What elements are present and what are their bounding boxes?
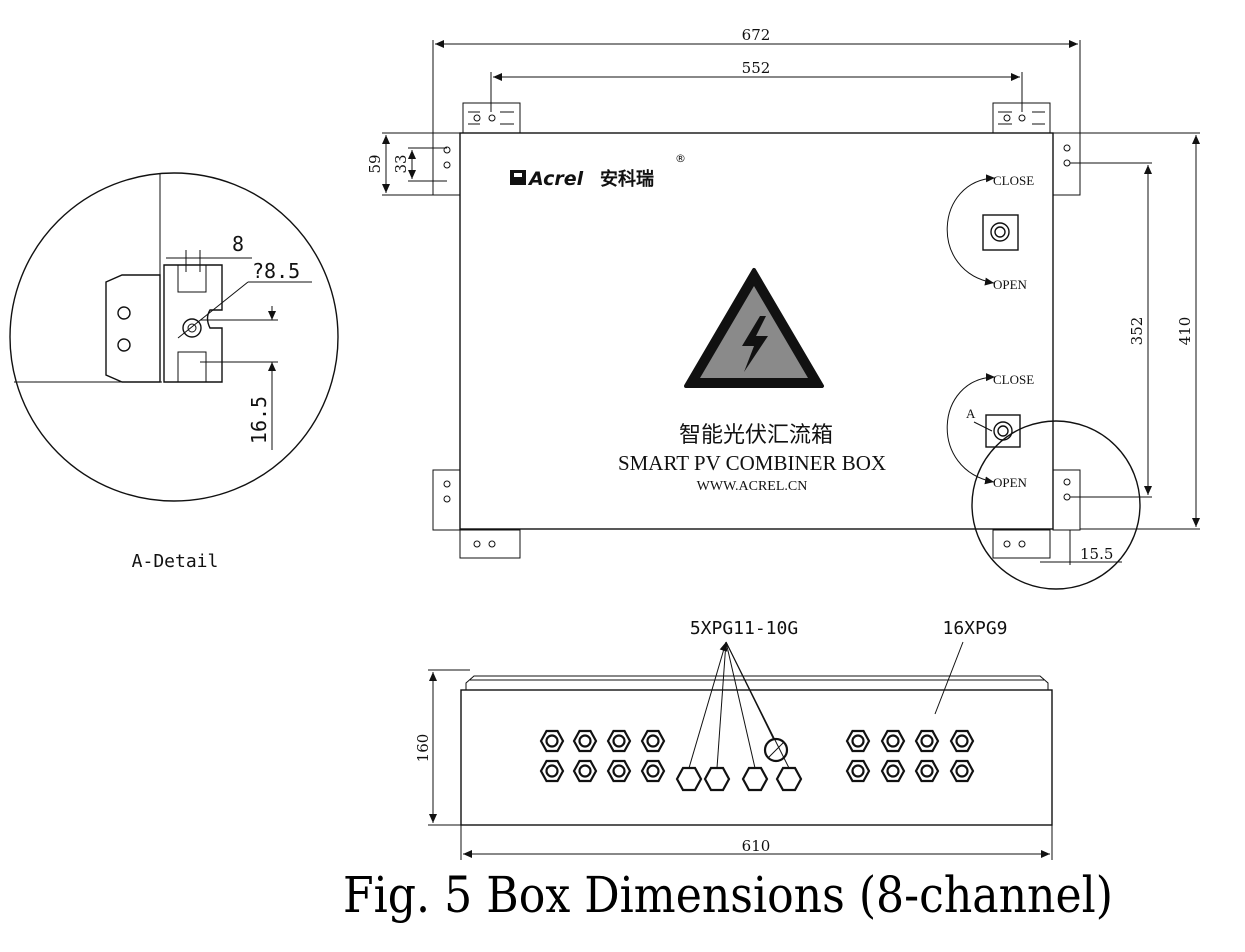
product-name-en: SMART PV COMBINER BOX xyxy=(618,451,886,475)
detail-dim-16-5: 16.5 xyxy=(247,396,271,444)
side-bracket-right-bottom xyxy=(1052,469,1081,531)
dimension-overall-width: 672 xyxy=(432,26,1081,133)
detail-marker-a: A xyxy=(966,406,976,421)
box-body xyxy=(459,132,1054,530)
acrel-logo-icon xyxy=(510,170,526,185)
door-lock-bottom: CLOSE OPEN A xyxy=(946,372,1034,490)
dimension-heights: 410 352 xyxy=(1070,132,1200,530)
lock-bottom-open: OPEN xyxy=(993,475,1028,490)
lock-bottom-close: CLOSE xyxy=(993,372,1034,387)
detail-callout-circle: 15.5 xyxy=(971,420,1141,590)
figure-caption: Fig. 5 Box Dimensions (8-channel) xyxy=(343,866,1113,924)
detail-circle xyxy=(9,172,339,502)
bottom-bracket-left xyxy=(459,529,521,559)
gland-small-label: 16XPG9 xyxy=(942,618,1007,639)
website: WWW.ACREL.CN xyxy=(697,479,808,494)
glands-large-group xyxy=(675,737,803,792)
bottom-view: 160 610 xyxy=(414,618,1053,860)
lock-top-open: OPEN xyxy=(993,277,1028,292)
detail-dim-8: 8 xyxy=(232,232,244,256)
gland-leaders xyxy=(688,641,964,769)
dim-672: 672 xyxy=(742,26,771,44)
dim-352: 352 xyxy=(1128,317,1146,346)
product-name-cn: 智能光伏汇流箱 xyxy=(679,423,833,448)
side-bracket-right-top xyxy=(1052,132,1081,196)
registered-mark: ® xyxy=(675,152,686,165)
brand-name-cn: 安科瑞 xyxy=(600,168,654,190)
side-bracket-left-bottom xyxy=(432,469,461,531)
dim-160: 160 xyxy=(414,734,432,763)
brand-name: Acrel xyxy=(527,168,584,190)
side-bracket-left-top xyxy=(432,132,461,196)
dim-15-5: 15.5 xyxy=(1080,545,1113,563)
dim-59: 59 xyxy=(366,154,384,173)
glands-right-group xyxy=(845,729,975,783)
acrel-logo: Acrel 安科瑞 ® xyxy=(510,152,686,190)
dim-610: 610 xyxy=(742,837,771,855)
dim-410: 410 xyxy=(1176,317,1194,346)
bottom-bracket-right xyxy=(992,529,1051,559)
glands-left-group xyxy=(539,729,666,783)
detail-label: A-Detail xyxy=(132,551,219,572)
top-bracket-left xyxy=(462,102,521,134)
high-voltage-warning-icon xyxy=(684,268,824,388)
dim-552: 552 xyxy=(742,59,771,77)
box-bottom-body xyxy=(460,689,1053,826)
gland-large-label: 5XPG11-10G xyxy=(690,618,798,639)
a-detail-view: 8 ?8.5 16.5 A-Detail xyxy=(9,172,339,572)
detail-dim-hole: ?8.5 xyxy=(252,259,300,283)
front-view: 672 552 59 33 410 xyxy=(366,26,1200,590)
lock-top-close: CLOSE xyxy=(993,173,1034,188)
dimension-bracket: 59 33 xyxy=(366,132,447,196)
dimension-mount-spacing: 552 xyxy=(490,59,1023,112)
top-bracket-right xyxy=(992,102,1051,134)
door-lock-top: CLOSE OPEN xyxy=(946,173,1034,292)
dim-33: 33 xyxy=(392,154,410,173)
